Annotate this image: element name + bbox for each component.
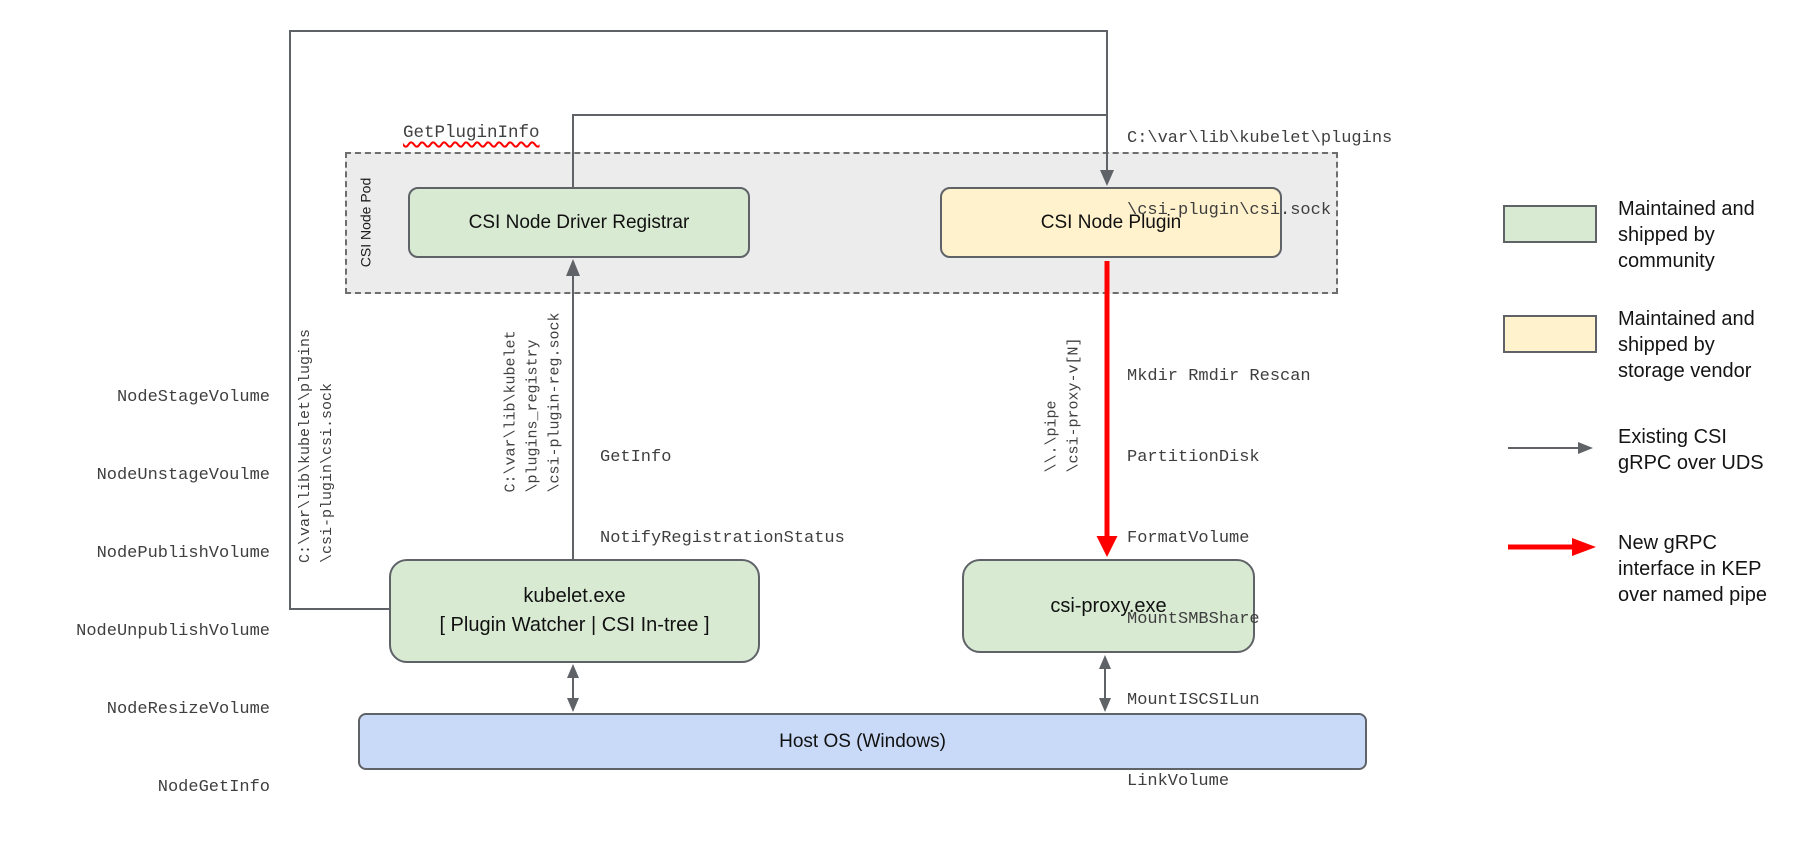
csi-sock-path-left-line1: C:\var\lib\kubelet\plugins [297, 328, 314, 563]
csi-sock-path-top-line1: C:\var\lib\kubelet\plugins [1127, 129, 1393, 148]
node-method: NodeUnpublishVolume [76, 622, 270, 641]
plugin-registry-path: C:\var\lib\kubelet \plugins_registry \cs… [501, 308, 567, 493]
node-method: NodeResizeVolume [106, 700, 270, 719]
csi-sock-path-left-line2: \csi-plugin\csi.sock [319, 382, 336, 563]
host-os-label: Host OS (Windows) [779, 730, 946, 752]
named-pipe-path: \\.\pipe \csi-proxy-v[N] [1042, 328, 1086, 473]
proxy-method: LinkVolume [1127, 772, 1230, 791]
get-plugin-info-label: GetPluginInfo [403, 123, 540, 143]
csi-proxy-label: csi-proxy.exe [1050, 594, 1167, 617]
registration-calls: GetInfo NotifyRegistrationStatus [600, 390, 845, 606]
legend-community-swatch [1503, 205, 1597, 243]
csi-node-pod-label: CSI Node Pod [357, 177, 374, 268]
proxy-method: PartitionDisk [1127, 448, 1260, 467]
node-method: NodeUnstageVoulme [96, 466, 270, 485]
plugin-label: CSI Node Plugin [1040, 211, 1182, 233]
host-os-box: Host OS (Windows) [358, 713, 1367, 770]
plugin-to-csiproxy-red-arrow [1096, 261, 1118, 557]
kubelet-box: kubelet.exe [ Plugin Watcher | CSI In-tr… [389, 559, 760, 663]
proxy-method: Mkdir Rmdir Rescan [1127, 367, 1311, 386]
legend-new-grpc-arrow [1508, 538, 1596, 556]
legend-community-text: Maintained and shipped by community [1618, 198, 1755, 272]
legend-existing-grpc-arrow [1508, 442, 1593, 454]
node-method: NodeStageVolume [116, 388, 270, 407]
node-method: NodeGetInfo [157, 778, 270, 797]
registration-call-getinfo: GetInfo [600, 448, 672, 467]
legend-existing-text: Existing CSI gRPC over UDS [1618, 426, 1764, 474]
csi-proxy-methods-list: Mkdir Rmdir Rescan PartitionDisk FormatV… [1127, 309, 1311, 842]
proxy-method: MountSMBShare [1127, 610, 1260, 629]
kubelet-label-line2: [ Plugin Watcher | CSI In-tree ] [439, 614, 710, 636]
kubelet-to-registrar-arrow [566, 259, 580, 559]
csi-node-driver-registrar-box: CSI Node Driver Registrar [408, 187, 750, 258]
csi-proxy-box: csi-proxy.exe [962, 559, 1255, 653]
node-method: NodePublishVolume [96, 544, 270, 563]
plugin-registry-path-line2: \plugins_registry [524, 339, 542, 493]
named-pipe-path-line1: \\.\pipe [1043, 400, 1061, 473]
csi-sock-path-top: C:\var\lib\kubelet\plugins \csi-plugin\c… [1127, 79, 1392, 271]
legend-new-text: New gRPC interface in KEP over named pip… [1618, 532, 1767, 606]
registration-call-notify: NotifyRegistrationStatus [600, 529, 845, 548]
plugin-registry-path-line3: \csi-plugin-reg.sock [546, 312, 564, 493]
csiproxy-hostos-double-arrow [1099, 655, 1111, 712]
csi-node-plugin-box: CSI Node Plugin [940, 187, 1282, 258]
named-pipe-path-line2: \csi-proxy-v[N] [1065, 337, 1083, 473]
csi-sock-path-top-line2: \csi-plugin\csi.sock [1127, 201, 1332, 220]
kubelet-label-line1: kubelet.exe [523, 585, 626, 607]
proxy-method: MountISCSILun [1127, 691, 1260, 710]
csi-sock-path-left: C:\var\lib\kubelet\plugins \csi-plugin\c… [295, 323, 339, 563]
legend-vendor-swatch [1503, 315, 1597, 353]
kubelet-hostos-double-arrow [567, 664, 579, 712]
kubelet-csi-node-methods-list: NodeStageVolume NodeUnstageVoulme NodePu… [20, 333, 270, 842]
legend-vendor-text: Maintained and shipped by storage vendor [1618, 308, 1755, 382]
proxy-method: FormatVolume [1127, 529, 1250, 548]
plugin-registry-path-line1: C:\var\lib\kubelet [502, 330, 520, 493]
registrar-label: CSI Node Driver Registrar [468, 211, 690, 233]
